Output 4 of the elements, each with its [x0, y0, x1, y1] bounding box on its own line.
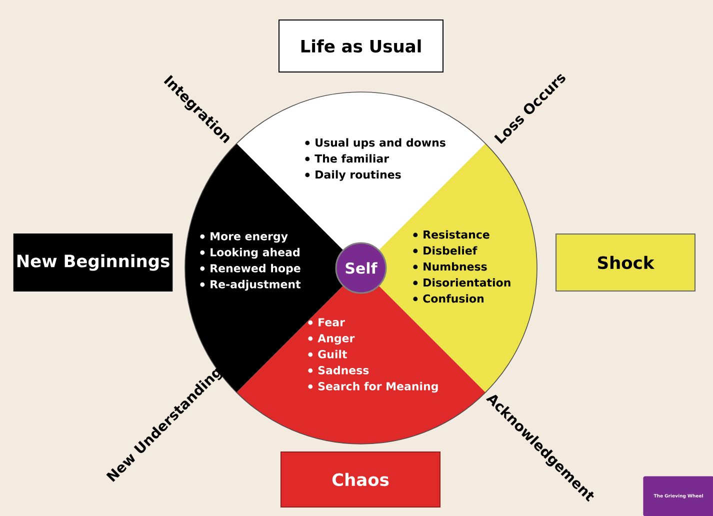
- stage-box: Life as Usual: [278, 20, 444, 72]
- stage-box: Chaos: [280, 452, 440, 508]
- stage-box: Shock: [556, 234, 696, 292]
- stage-box: New Beginnings: [13, 234, 173, 292]
